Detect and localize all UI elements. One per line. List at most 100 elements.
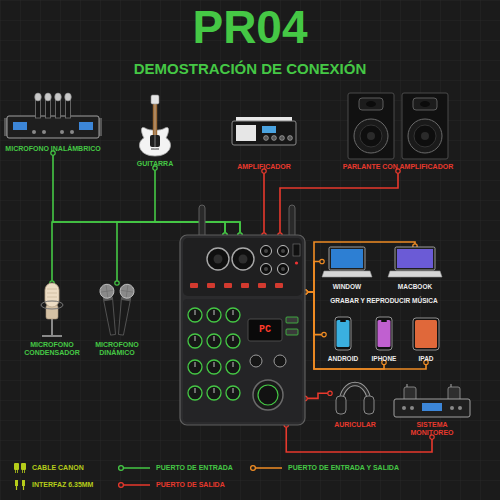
- monitor-rack: [394, 399, 470, 417]
- phone-device: ANDROID: [324, 316, 362, 362]
- speaker-tweeter: [366, 101, 376, 107]
- mic-head: [55, 93, 62, 101]
- mic-stand-base: [42, 335, 62, 337]
- knob-indicator: [195, 336, 196, 341]
- knob-indicator: [233, 362, 234, 367]
- amp-knob: [280, 136, 285, 141]
- channel-knob: [188, 360, 202, 374]
- xlr-jack: [207, 248, 229, 270]
- device-label: MICROFONO DINÁMICO: [88, 341, 146, 357]
- laptop-device-picture: [322, 246, 372, 280]
- monitor-system-device: SISTEMA MONITOREO: [392, 384, 472, 437]
- phone-body: [335, 317, 351, 350]
- mic-stand: [51, 319, 53, 336]
- antenna: [199, 205, 205, 239]
- amplifier-device: AMPLIFICADOR: [226, 105, 302, 171]
- phone-notch: [340, 320, 346, 322]
- small-knob: [250, 355, 262, 367]
- device-label: WINDOW: [322, 283, 372, 290]
- phone-device-picture: [324, 316, 362, 352]
- laptop-device: WINDOW: [322, 246, 372, 290]
- speaker-device-picture: [336, 92, 460, 160]
- guitar-string: [155, 97, 156, 149]
- jack-plug-icon: [22, 480, 25, 486]
- jack-socket: [278, 246, 289, 257]
- knob-indicator: [214, 362, 215, 367]
- speaker-device: PARLANTE CON AMPLIFICADOR: [336, 92, 460, 171]
- cable-connector: [155, 168, 240, 235]
- dynamic-mic-device-picture: [88, 283, 146, 338]
- legend-line: [124, 467, 151, 469]
- speaker-woofer: [354, 119, 388, 153]
- receiver-body: [7, 116, 99, 138]
- dynamic-mic-device: MICROFONO DINÁMICO: [88, 283, 146, 357]
- ear-cup: [364, 396, 374, 414]
- legend-sample: [15, 480, 25, 490]
- laptop-device-picture: [388, 246, 442, 280]
- wireless-mic-device-picture: [4, 92, 102, 142]
- speaker-cone: [360, 125, 382, 147]
- tablet-body: [413, 318, 439, 350]
- knob-indicator: [214, 336, 215, 341]
- annotation-wrap: GRABAR Y REPRODUCIR MÚSICA: [318, 297, 450, 304]
- xlr-pin: [24, 470, 25, 473]
- legend-dot: [119, 483, 124, 488]
- monitor-knob: [458, 406, 462, 410]
- guitar-device: GUITARRA: [125, 95, 185, 168]
- phone-device: IPHONE: [366, 316, 402, 362]
- mic-grille: [119, 283, 135, 299]
- monitor-knob: [450, 406, 454, 410]
- amp-light: [236, 117, 292, 121]
- laptop-base: [388, 271, 442, 277]
- amp-knob: [272, 136, 277, 141]
- mixer-lower-panel: [183, 299, 302, 422]
- phone-screen: [378, 320, 391, 347]
- power-led: [295, 261, 298, 264]
- red-button: [224, 283, 232, 288]
- device-label: PARLANTE CON AMPLIFICADOR: [336, 163, 460, 171]
- display-text: PC: [250, 325, 280, 335]
- port-dot: [322, 332, 326, 336]
- device-label: IPAD: [406, 355, 446, 362]
- channel-knob: [207, 386, 221, 400]
- receiver-knob: [42, 130, 46, 134]
- tablet-device: IPAD: [406, 316, 446, 362]
- amplifier-device-picture: [226, 105, 302, 160]
- channel-knob: [207, 360, 221, 374]
- laptop-screen: [395, 247, 435, 270]
- legend-line: [256, 467, 283, 469]
- master-knob: [253, 380, 283, 410]
- jack-tip: [23, 486, 24, 490]
- monitor-knob: [410, 406, 414, 410]
- device-label: IPHONE: [366, 355, 402, 362]
- cable-connector: [263, 171, 265, 235]
- antenna: [289, 205, 295, 239]
- mic-grille: [47, 293, 57, 294]
- knob-indicator: [233, 310, 234, 315]
- channel-knob: [188, 386, 202, 400]
- jack-core: [264, 267, 268, 271]
- speaker-tweeter: [420, 101, 430, 107]
- title: PR04: [0, 4, 500, 50]
- monitor-knob: [402, 406, 406, 410]
- device-label: SISTEMA MONITOREO: [406, 421, 458, 437]
- wireless-mic-device: MICROFONO INALÁMBRICO: [4, 92, 102, 153]
- red-button: [207, 283, 215, 288]
- port-dot: [115, 281, 119, 285]
- knob-indicator: [233, 336, 234, 341]
- guitar-device-picture: [125, 95, 185, 157]
- legend-entry: PUERTO DE SALIDA: [156, 481, 356, 489]
- legend-line: [124, 484, 151, 486]
- jack-plug-icon: [15, 480, 18, 486]
- device-label: GUITARRA: [125, 160, 185, 168]
- mode-button: [286, 329, 298, 335]
- phone-body: [376, 317, 392, 350]
- red-button: [241, 283, 249, 288]
- receiver-knob: [32, 130, 36, 134]
- red-button: [275, 283, 283, 288]
- legend-sample: [251, 466, 282, 471]
- receiver-display: [79, 122, 93, 130]
